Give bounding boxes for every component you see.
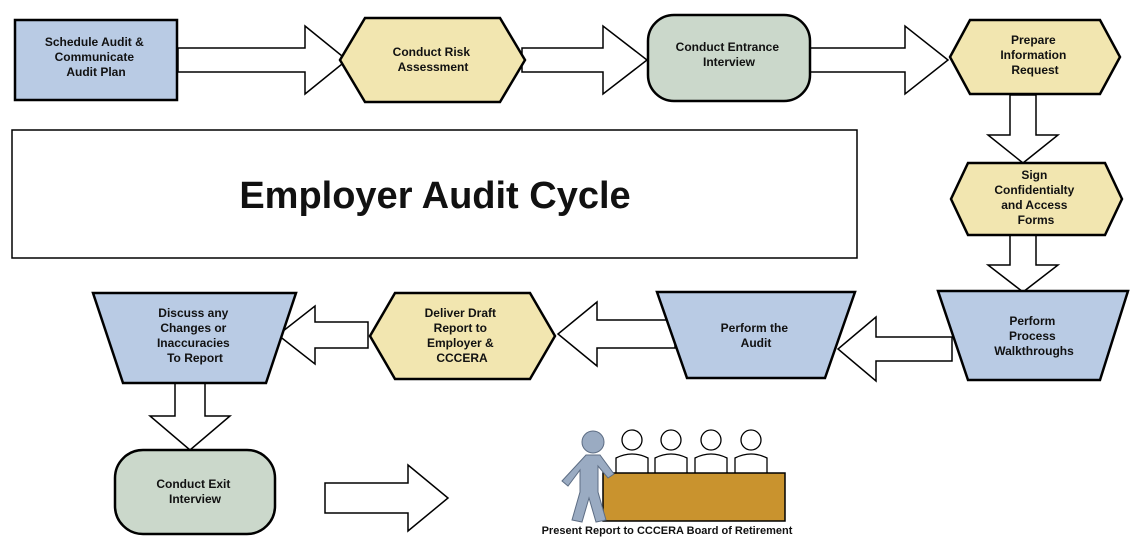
arrow-exit-to-present — [324, 463, 450, 533]
arrow-discuss-to-exit — [147, 382, 233, 451]
arrow-schedule-to-risk — [177, 24, 349, 96]
label-discuss: Discuss any Changes or Inaccuracies To R… — [157, 306, 233, 365]
label-risk: Conduct Risk Assessment — [393, 45, 474, 74]
step-deliver-draft — [368, 291, 557, 381]
step-sign-forms — [949, 161, 1124, 237]
arrow-draft-to-discuss — [276, 304, 369, 366]
step-discuss-changes — [91, 291, 298, 385]
label-info-request: Prepare Information Request — [1000, 33, 1069, 77]
step-schedule-audit — [13, 18, 179, 102]
label-walkthroughs: Perform Process Walkthroughs — [994, 314, 1074, 358]
arrow-entrance-to-info — [809, 24, 950, 96]
step-perform-audit — [655, 290, 857, 380]
board-table — [602, 472, 786, 522]
board-members-icon — [615, 429, 768, 477]
title-box — [11, 129, 858, 259]
arrow-audit-to-draft — [556, 300, 676, 368]
label-entrance: Conduct Entrance Interview — [676, 40, 783, 69]
step-process-walkthroughs — [936, 289, 1130, 382]
diagram-title: Employer Audit Cycle — [239, 175, 630, 217]
label-sign: Sign Confidentialty and Access Forms — [994, 168, 1077, 227]
step-entrance-interview — [646, 13, 812, 103]
arrow-walkthroughs-to-audit — [836, 315, 953, 383]
step-risk-assessment — [338, 16, 527, 104]
arrow-info-to-sign — [985, 94, 1061, 164]
label-schedule: Schedule Audit & Communicate Audit Plan — [45, 35, 147, 79]
step-information-request — [948, 18, 1122, 96]
step-exit-interview — [113, 448, 277, 536]
presenter-icon — [561, 430, 615, 523]
present-report-caption: Present Report to CCCERA Board of Retire… — [542, 525, 793, 537]
arrow-sign-to-walkthroughs — [985, 234, 1061, 293]
arrow-risk-to-entrance — [521, 24, 649, 96]
label-draft: Deliver Draft Report to Employer & CCCER… — [425, 306, 500, 365]
label-perform-audit: Perform the Audit — [721, 321, 792, 350]
label-exit: Conduct Exit Interview — [156, 477, 233, 506]
